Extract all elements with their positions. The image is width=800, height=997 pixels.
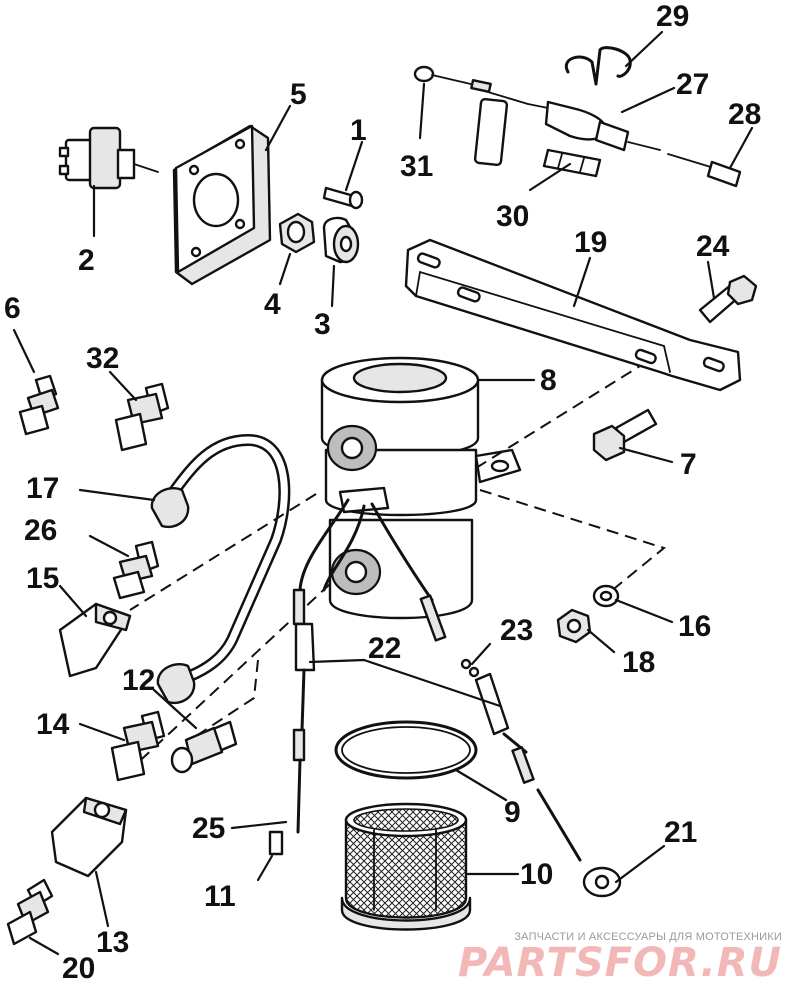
callout-4: 4 (264, 288, 281, 321)
part-12-fitting (170, 720, 238, 774)
callout-28: 28 (728, 98, 761, 131)
callout-15: 15 (26, 562, 59, 595)
pump-wires (298, 498, 434, 602)
callout-labels: 1 2 3 4 5 6 7 8 9 10 11 12 13 14 15 16 1… (4, 0, 761, 985)
callout-21: 21 (664, 816, 697, 849)
callout-9: 9 (504, 796, 521, 829)
callout-30: 30 (496, 200, 529, 233)
callout-6: 6 (4, 292, 21, 325)
part-28-terminal (667, 153, 742, 188)
callout-13: 13 (96, 926, 129, 959)
callout-7: 7 (680, 448, 697, 481)
callout-23: 23 (500, 614, 533, 647)
part-31-ring-terminal-wire (413, 65, 492, 93)
part-5-mounting-plate (172, 124, 272, 286)
part-32-fitting (114, 382, 170, 452)
callout-27: 27 (676, 68, 709, 101)
watermark-caption: ЗАПЧАСТИ И АКСЕССУАРЫ ДЛЯ МОТОТЕХНИКИ (514, 931, 782, 943)
part-30-fuse (542, 148, 602, 178)
callout-leaders (12, 30, 754, 956)
callout-29: 29 (656, 0, 689, 33)
part-2-switch (58, 126, 159, 190)
part-8-pump-body (320, 356, 522, 620)
callout-14: 14 (36, 708, 70, 741)
callout-16: 16 (678, 610, 711, 643)
part-27-fuse-holder (527, 100, 661, 152)
part-24-bolt (698, 274, 758, 324)
callout-2: 2 (78, 244, 95, 277)
callout-1: 1 (350, 114, 367, 147)
callout-10: 10 (520, 858, 553, 891)
callout-31: 31 (400, 150, 433, 183)
part-3-spacer (322, 216, 360, 264)
callout-26: 26 (24, 514, 57, 547)
part-26-fitting (112, 540, 160, 600)
callout-11: 11 (204, 880, 236, 913)
callout-22: 22 (368, 632, 401, 665)
callout-19: 19 (574, 226, 607, 259)
watermark-logo: PARTSFOR.RU (457, 940, 782, 986)
part-1-screw (322, 186, 364, 210)
part-7-bolt (592, 408, 658, 462)
part-sleeve-tube (473, 91, 529, 166)
part-4-nut (278, 212, 316, 254)
callout-25: 25 (192, 812, 225, 845)
callout-5: 5 (290, 78, 307, 111)
part-14-fitting (110, 710, 166, 782)
part-17-fuel-line (150, 433, 291, 705)
part-15-adapter-block (58, 602, 132, 678)
callout-12: 12 (122, 664, 155, 697)
part-6-fitting (18, 374, 60, 436)
part-18-nut (556, 608, 592, 644)
callout-18: 18 (622, 646, 655, 679)
part-13-adapter-block (50, 796, 128, 878)
part-16-washer (592, 584, 620, 608)
part-20-fitting (6, 878, 54, 946)
part-29-clip (564, 46, 632, 86)
callout-17: 17 (26, 472, 59, 505)
part-9-o-ring (334, 720, 478, 780)
callout-3: 3 (314, 308, 331, 341)
callout-20: 20 (62, 952, 95, 985)
part-25-wire-lead (268, 588, 316, 856)
part-19-bracket (404, 238, 742, 392)
part-21-ring-terminal (582, 866, 622, 898)
callout-24: 24 (696, 230, 730, 263)
callout-8: 8 (540, 364, 557, 397)
watermark: ЗАПЧАСТИ И АКСЕССУАРЫ ДЛЯ МОТОТЕХНИКИ PA… (458, 931, 782, 983)
callout-32: 32 (86, 342, 119, 375)
part-10-filter-screen (340, 802, 472, 931)
